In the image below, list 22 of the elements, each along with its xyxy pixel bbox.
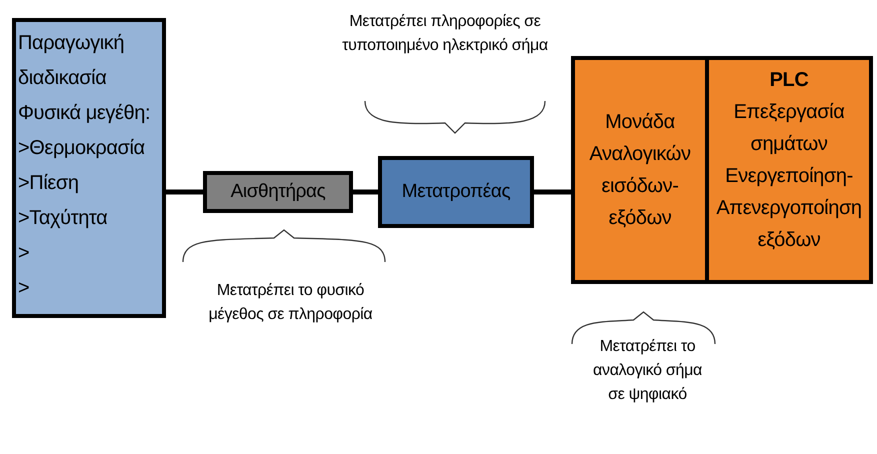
box-text: Φυσικά μεγέθη: bbox=[18, 101, 152, 126]
box-text: > bbox=[18, 241, 30, 266]
box-text: Παραγωγική διαδικασία bbox=[18, 31, 126, 91]
box-text: >Ταχύτητα bbox=[18, 206, 108, 231]
component-box bbox=[203, 171, 353, 213]
box-text: Μετατροπέας bbox=[400, 180, 512, 204]
connector-line bbox=[166, 190, 203, 194]
connector-line bbox=[534, 190, 571, 194]
box-text: >Πίεση bbox=[18, 171, 80, 196]
box-text: Μονάδα Αναλογικών εισόδων-εξόδων bbox=[588, 110, 692, 231]
box-title: PLC bbox=[768, 68, 810, 93]
connector-line bbox=[353, 190, 378, 194]
annotation-text: Μετατρέπει το αναλογικό σήμα σε ψηφιακό bbox=[592, 337, 703, 405]
box-text: > bbox=[18, 276, 30, 301]
box-text: Ενεργεποίηση-Απενεργοποίηση εξόδων bbox=[715, 164, 863, 253]
box-text: Αισθητήρας bbox=[230, 180, 326, 204]
component-box bbox=[378, 156, 534, 228]
process-box bbox=[12, 18, 166, 318]
box-text: >Θερμοκρασία bbox=[18, 136, 146, 161]
box-text: Επεξεργασία σημάτων bbox=[732, 100, 846, 157]
annotation-text: Μετατρέπει το φυσικό μέγεθος σε πληροφορία bbox=[208, 281, 374, 325]
annotation-text: Μετατρέπει πληροφορίες σε τυποποιημένο ηλεκτρικό σήμα bbox=[341, 12, 549, 56]
